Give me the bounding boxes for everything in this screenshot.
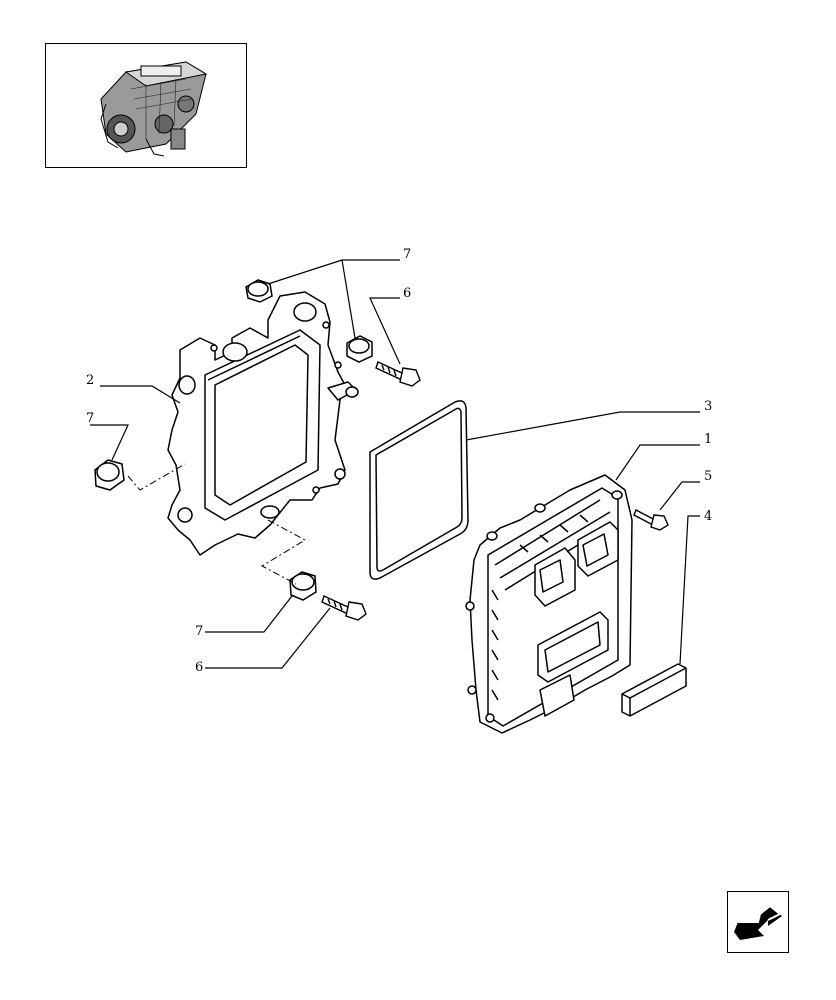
connector-cover xyxy=(621,663,687,717)
callout-labels: 7 6 2 7 3 1 5 4 7 6 xyxy=(86,247,712,675)
plug-top xyxy=(245,279,273,303)
callout-3: 3 xyxy=(704,399,712,414)
alignment-lines xyxy=(127,463,307,585)
plug-left xyxy=(94,459,125,491)
gasket xyxy=(369,400,469,580)
callout-2: 2 xyxy=(86,373,94,388)
next-page-arrow-icon xyxy=(734,904,782,940)
callout-7-left: 7 xyxy=(86,411,94,426)
plug-middle xyxy=(346,335,373,363)
bolt-bottom xyxy=(321,595,367,621)
plug-bottom xyxy=(289,571,317,601)
ecu-unit xyxy=(465,474,633,734)
callout-7-top: 7 xyxy=(403,247,411,262)
engine-thumbnail-icon xyxy=(100,61,208,157)
mounting-bracket xyxy=(167,291,359,556)
engine-thumbnail xyxy=(45,43,247,168)
callout-4: 4 xyxy=(704,509,712,524)
callout-5: 5 xyxy=(704,469,712,484)
callout-1: 1 xyxy=(704,432,712,447)
next-page-button[interactable] xyxy=(727,891,789,953)
bolt-top xyxy=(375,361,421,387)
bolt-small xyxy=(633,509,669,531)
callout-6-top: 6 xyxy=(403,286,411,301)
callout-6-bottom: 6 xyxy=(195,660,203,675)
callout-7-bottom: 7 xyxy=(195,624,203,639)
leader-lines xyxy=(90,259,700,669)
